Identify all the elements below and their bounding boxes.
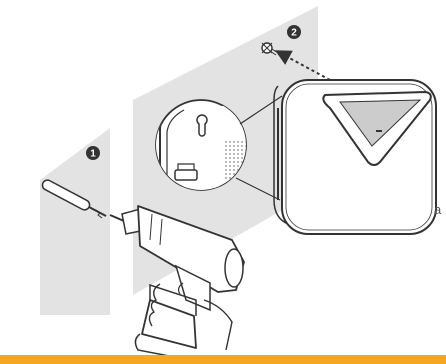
step-badge-1: 1 [86, 146, 100, 160]
wall-panel-step-1 [40, 128, 110, 315]
device [278, 80, 436, 234]
svg-text:2: 2 [291, 28, 297, 39]
step-badge-2: 2 [287, 25, 301, 39]
cropped-text-top: ' [98, 0, 100, 8]
footer-accent-bar [0, 355, 446, 364]
cropped-text-right-edge: a [434, 202, 441, 217]
svg-text:1: 1 [90, 149, 96, 160]
